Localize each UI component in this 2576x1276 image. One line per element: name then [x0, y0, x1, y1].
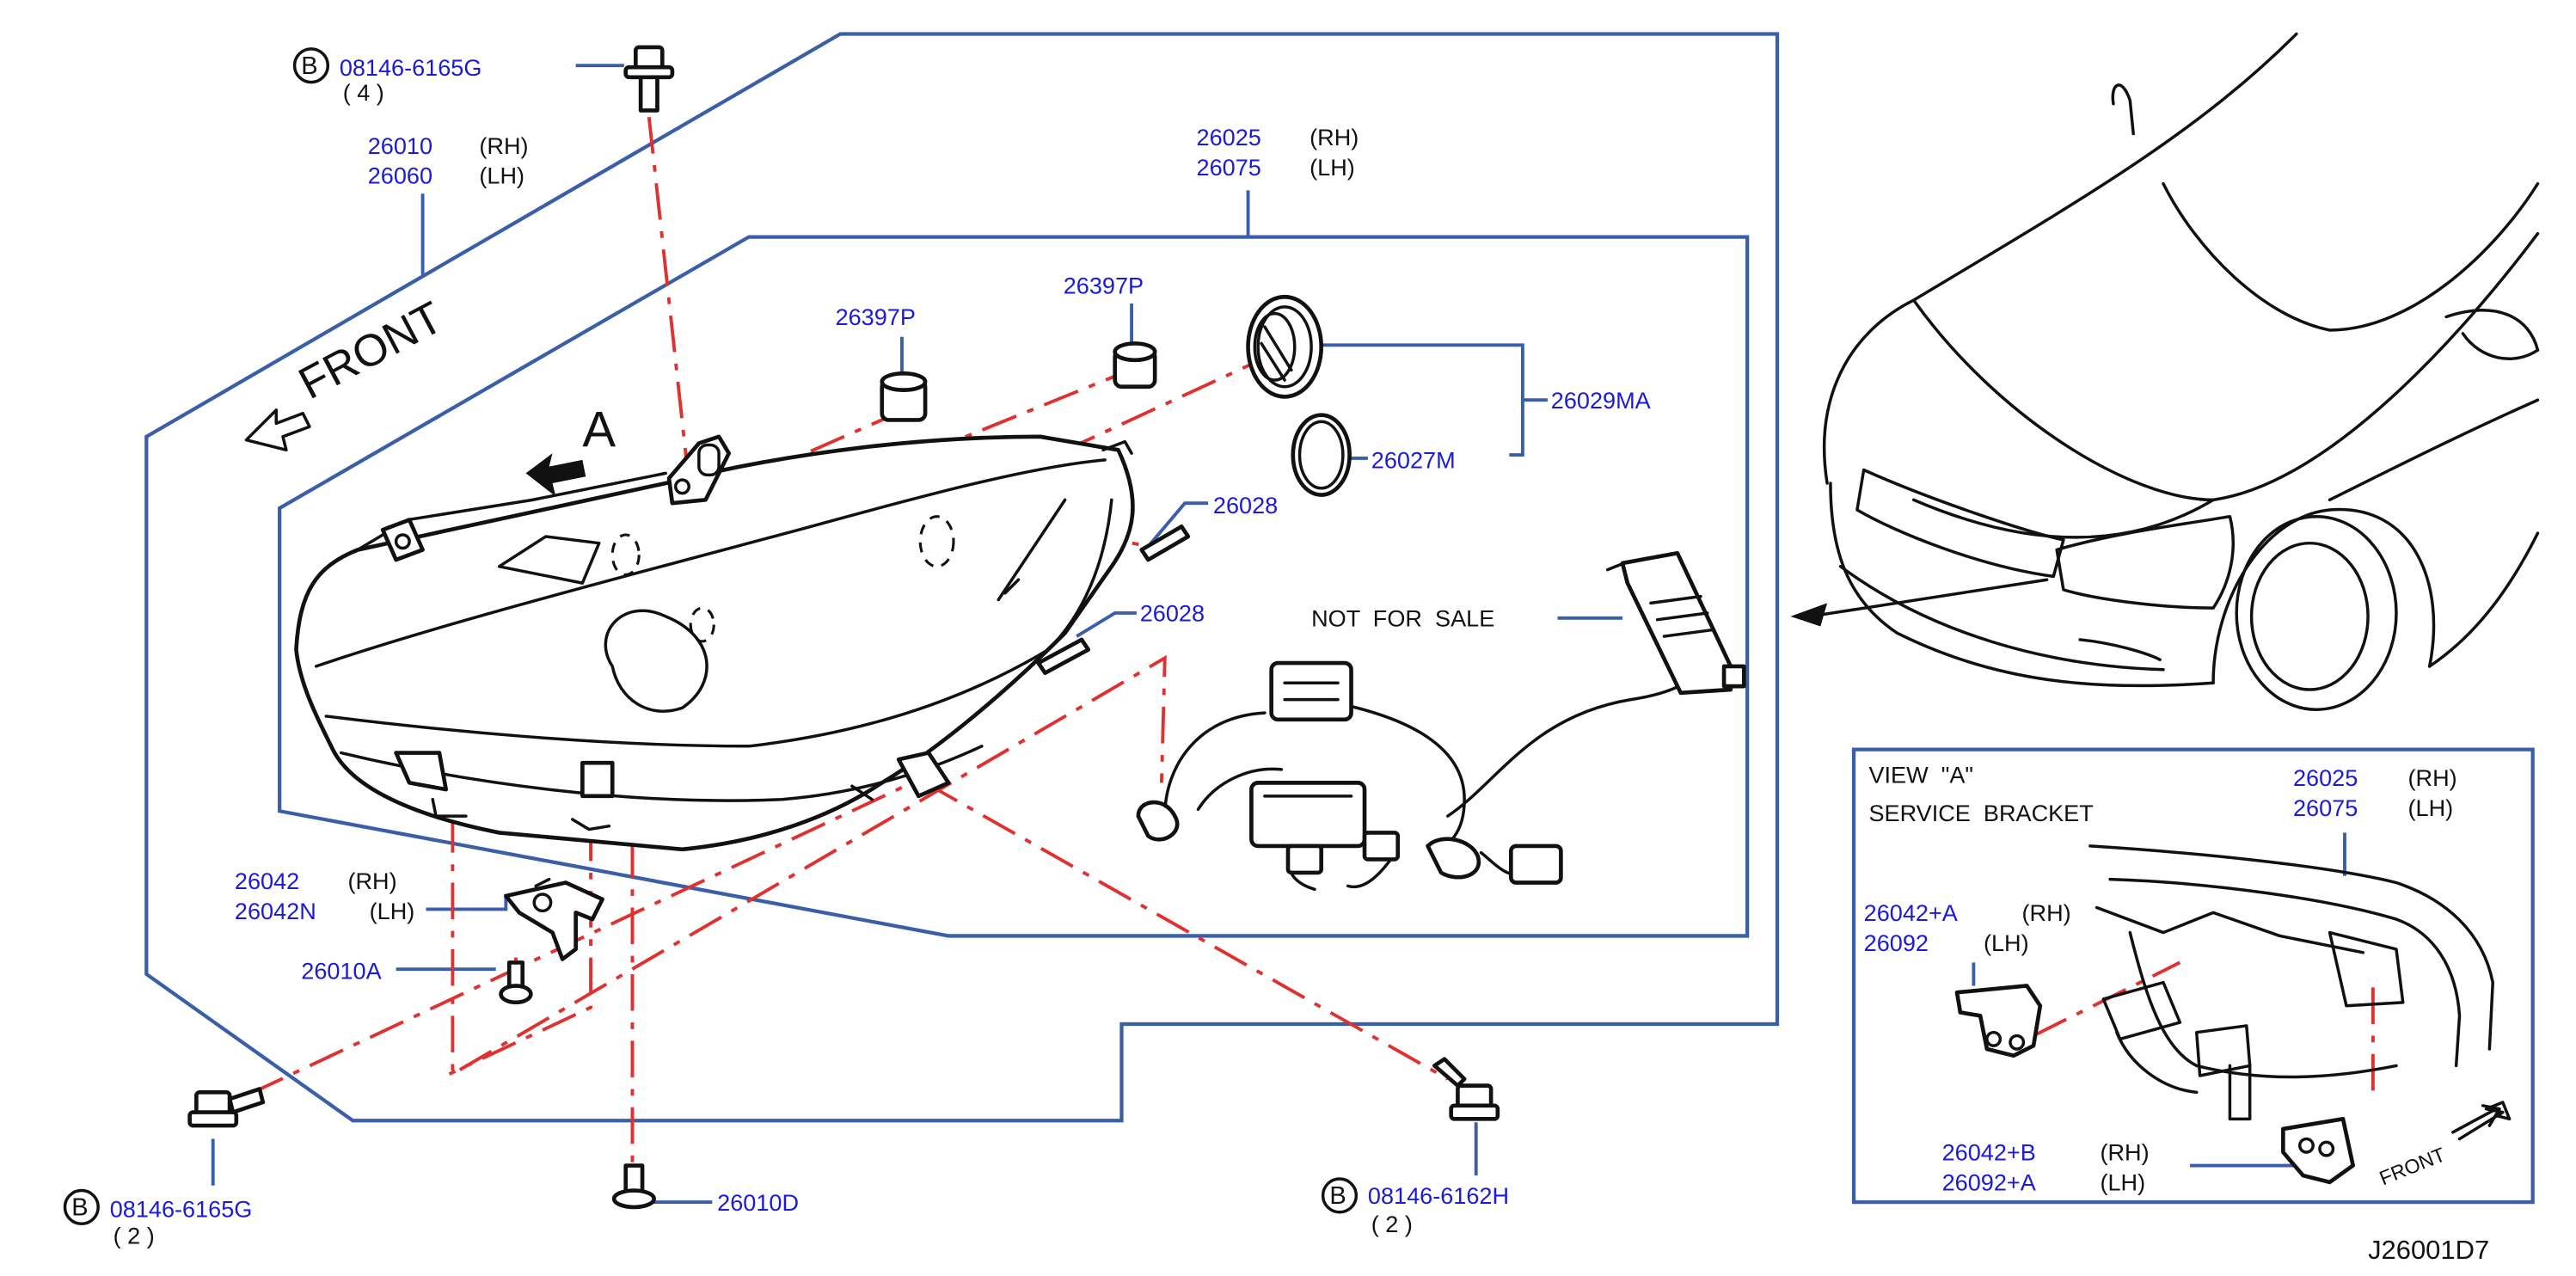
- assembly-outline: [144, 32, 1780, 1123]
- inset-bracket-b-lh-part-number: 26092+A: [1942, 1169, 2037, 1196]
- inset-bracket-a-rh-part-number: 26042+A: [1864, 899, 1959, 926]
- bolt-bottom-left-b-letter: B: [71, 1194, 88, 1222]
- bracket-rh-part-number: 26042: [235, 868, 299, 894]
- bolt-bottom-right: [1432, 1057, 1500, 1121]
- bolt-bottom-left-qty: ( 2 ): [113, 1222, 155, 1248]
- housing-rh-tag: (RH): [1309, 124, 1359, 150]
- bolt-top-b-letter: B: [301, 52, 317, 80]
- housing-lh-tag: (LH): [1309, 154, 1355, 181]
- bolt-bottom-left-b-circle: [63, 1188, 100, 1226]
- bulb-upper: [1139, 525, 1191, 562]
- socket-left-part-number: 26397P: [836, 304, 916, 330]
- inset-housing-rh-tag: (RH): [2408, 764, 2457, 791]
- wiring-harness: [1136, 550, 1746, 891]
- headlamp-rh-part-number: 26010: [368, 132, 432, 159]
- inset-housing-lh-part-number: 26075: [2293, 794, 2358, 821]
- headlamp-assembly: [294, 434, 1135, 852]
- bulb-lower-part-number: 26028: [1140, 600, 1205, 627]
- bolt-bottom-right-b-circle: [1321, 1177, 1359, 1214]
- bolt-top: [623, 45, 675, 113]
- screw-a: [499, 960, 533, 1005]
- screw-a-part-number: 26010A: [301, 958, 382, 985]
- diagram-code: J26001D7: [2368, 1235, 2489, 1265]
- housing-lh-part-number: 26075: [1197, 154, 1261, 181]
- inset-housing-lh-tag: (LH): [2408, 794, 2454, 821]
- bolt-top-part-number: 08146-6165G: [340, 54, 482, 81]
- bracket-rh-tag: (RH): [347, 868, 396, 894]
- inset-title: VIEW "A": [1868, 761, 1973, 788]
- bulb-upper-part-number: 26028: [1213, 492, 1278, 518]
- inset-bracket-b-rh-tag: (RH): [2100, 1139, 2149, 1166]
- inset-bracket-a-lh-tag: (LH): [1984, 929, 2029, 956]
- bolt-top-b-circle: [292, 47, 330, 84]
- view-a-letter: A: [582, 402, 616, 457]
- inset-bracket-b-lh-tag: (LH): [2100, 1169, 2145, 1196]
- inset-bracket-b-rh-part-number: 26042+B: [1942, 1139, 2036, 1166]
- vehicle-illustration: [1790, 32, 2540, 711]
- socket-right-part-number: 26397P: [1064, 272, 1144, 298]
- screw-d: [611, 1163, 656, 1210]
- bolt-bottom-left: [187, 1087, 266, 1128]
- bolt-bottom-left-part-number: 08146-6165G: [110, 1196, 253, 1223]
- bolt-top-qty: ( 4 ): [343, 79, 384, 106]
- leader-lines: [211, 64, 2346, 1205]
- view-a-arrow-icon: [525, 453, 586, 497]
- cap-assy: [1246, 294, 1324, 399]
- housing-outline: [278, 235, 1750, 938]
- headlamp-rh-tag: (RH): [479, 132, 528, 159]
- socket-left: [880, 371, 928, 422]
- inset-bracket-a-rh-tag: (RH): [2022, 899, 2071, 926]
- bracket-lh-part-number: 26042N: [235, 898, 316, 924]
- inset-front-label: FRONT: [2377, 1143, 2449, 1189]
- housing-rh-part-number: 26025: [1197, 124, 1261, 150]
- not-for-sale-label: NOT FOR SALE: [1311, 604, 1494, 631]
- inset-subtitle: SERVICE BRACKET: [1868, 800, 2093, 826]
- screw-d-part-number: 26010D: [717, 1189, 799, 1216]
- bolt-bottom-right-part-number: 08146-6162H: [1368, 1182, 1509, 1209]
- bulb-lower: [1036, 637, 1091, 675]
- inset-bracket-a-lh-part-number: 26092: [1864, 929, 1929, 956]
- cap-ring: [1291, 413, 1352, 497]
- bolt-bottom-right-qty: ( 2 ): [1371, 1211, 1413, 1237]
- inset-drawing: [1954, 844, 2512, 1185]
- bracket-lh-tag: (LH): [370, 898, 415, 924]
- front-arrow-icon: [244, 408, 311, 452]
- headlamp-lh-tag: (LH): [479, 163, 524, 189]
- socket-right: [1113, 341, 1157, 390]
- headlamp-lh-part-number: 26060: [368, 163, 432, 189]
- cap-assy-part-number: 26029MA: [1551, 387, 1652, 414]
- inset-housing-rh-part-number: 26025: [2293, 764, 2358, 791]
- bolt-bottom-right-b-letter: B: [1329, 1182, 1346, 1210]
- inset-frame: [1851, 747, 2535, 1205]
- cap-ring-part-number: 26027M: [1371, 447, 1456, 474]
- bracket: [504, 877, 604, 961]
- front-arrow-label: FRONT: [291, 292, 451, 409]
